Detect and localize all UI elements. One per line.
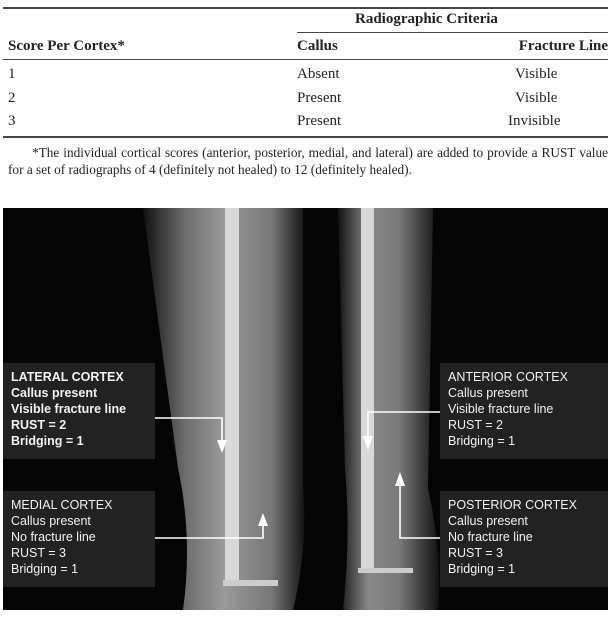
label-line: Visible fracture line — [11, 402, 127, 416]
label-line: Callus present — [448, 514, 528, 528]
group-header: Radiographic Criteria — [355, 11, 498, 27]
label-line: Bridging = 1 — [448, 434, 516, 448]
lateral-cortex-label: LATERAL CORTEX Callus present Visible fr… — [3, 363, 155, 459]
column-header-callus: Callus — [297, 38, 338, 54]
label-title: ANTERIOR CORTEX — [448, 370, 568, 384]
label-title: POSTERIOR CORTEX — [448, 498, 577, 512]
arrowhead-icon — [395, 472, 405, 486]
anterior-cortex-label: ANTERIOR CORTEX Callus present Visible f… — [440, 363, 608, 459]
radiograph-figure: LATERAL CORTEX Callus present Visible fr… — [3, 208, 608, 610]
column-header-score: Score Per Cortex* — [8, 38, 125, 54]
label-line: Callus present — [448, 386, 528, 400]
table-cell: Visible — [515, 66, 558, 82]
label-line: Bridging = 1 — [448, 562, 516, 576]
table-top-rule — [3, 7, 608, 9]
lateral-arrow — [155, 417, 223, 448]
right-nail — [361, 208, 374, 573]
table-cell: Present — [297, 90, 342, 106]
table-cell: 3 — [8, 113, 16, 129]
arrowhead-icon — [217, 440, 227, 453]
label-line: RUST = 2 — [448, 418, 503, 432]
label-line: RUST = 2 — [11, 418, 67, 432]
label-line: Bridging = 1 — [11, 562, 79, 576]
posterior-arrow — [399, 478, 440, 539]
label-line: Callus present — [11, 514, 91, 528]
table-footnote: *The individual cortical scores (anterio… — [8, 145, 608, 177]
anterior-arrow — [367, 411, 440, 443]
table-cell: Invisible — [508, 113, 561, 129]
label-line: No fracture line — [11, 530, 96, 544]
left-nail — [225, 208, 239, 583]
header-rule — [3, 59, 608, 60]
label-line: RUST = 3 — [448, 546, 503, 560]
group-rule — [297, 32, 608, 33]
radiograph-image — [143, 208, 440, 610]
arrowhead-icon — [363, 436, 373, 450]
table-bottom-rule — [3, 136, 608, 138]
table-cell: 1 — [8, 66, 16, 82]
right-tibia — [338, 208, 440, 610]
column-header-fracture-line: Fracture Line — [518, 38, 608, 54]
posterior-cortex-label: POSTERIOR CORTEX Callus present No fract… — [440, 491, 608, 587]
table-cell: Absent — [297, 66, 340, 82]
arrowhead-icon — [258, 513, 268, 526]
label-line: Bridging = 1 — [11, 434, 84, 448]
table-cell: Visible — [515, 90, 558, 106]
label-line: Callus present — [11, 386, 98, 400]
label-title: MEDIAL CORTEX — [11, 498, 113, 512]
right-screw — [358, 568, 413, 573]
table-cell: Present — [297, 113, 342, 129]
label-line: No fracture line — [448, 530, 533, 544]
left-screw — [223, 580, 278, 586]
left-tibia — [143, 208, 305, 610]
label-title: LATERAL CORTEX — [11, 370, 124, 384]
label-line: Visible fracture line — [448, 402, 554, 416]
label-line: RUST = 3 — [11, 546, 66, 560]
table-cell: 2 — [8, 90, 16, 106]
medial-cortex-label: MEDIAL CORTEX Callus present No fracture… — [3, 491, 155, 587]
